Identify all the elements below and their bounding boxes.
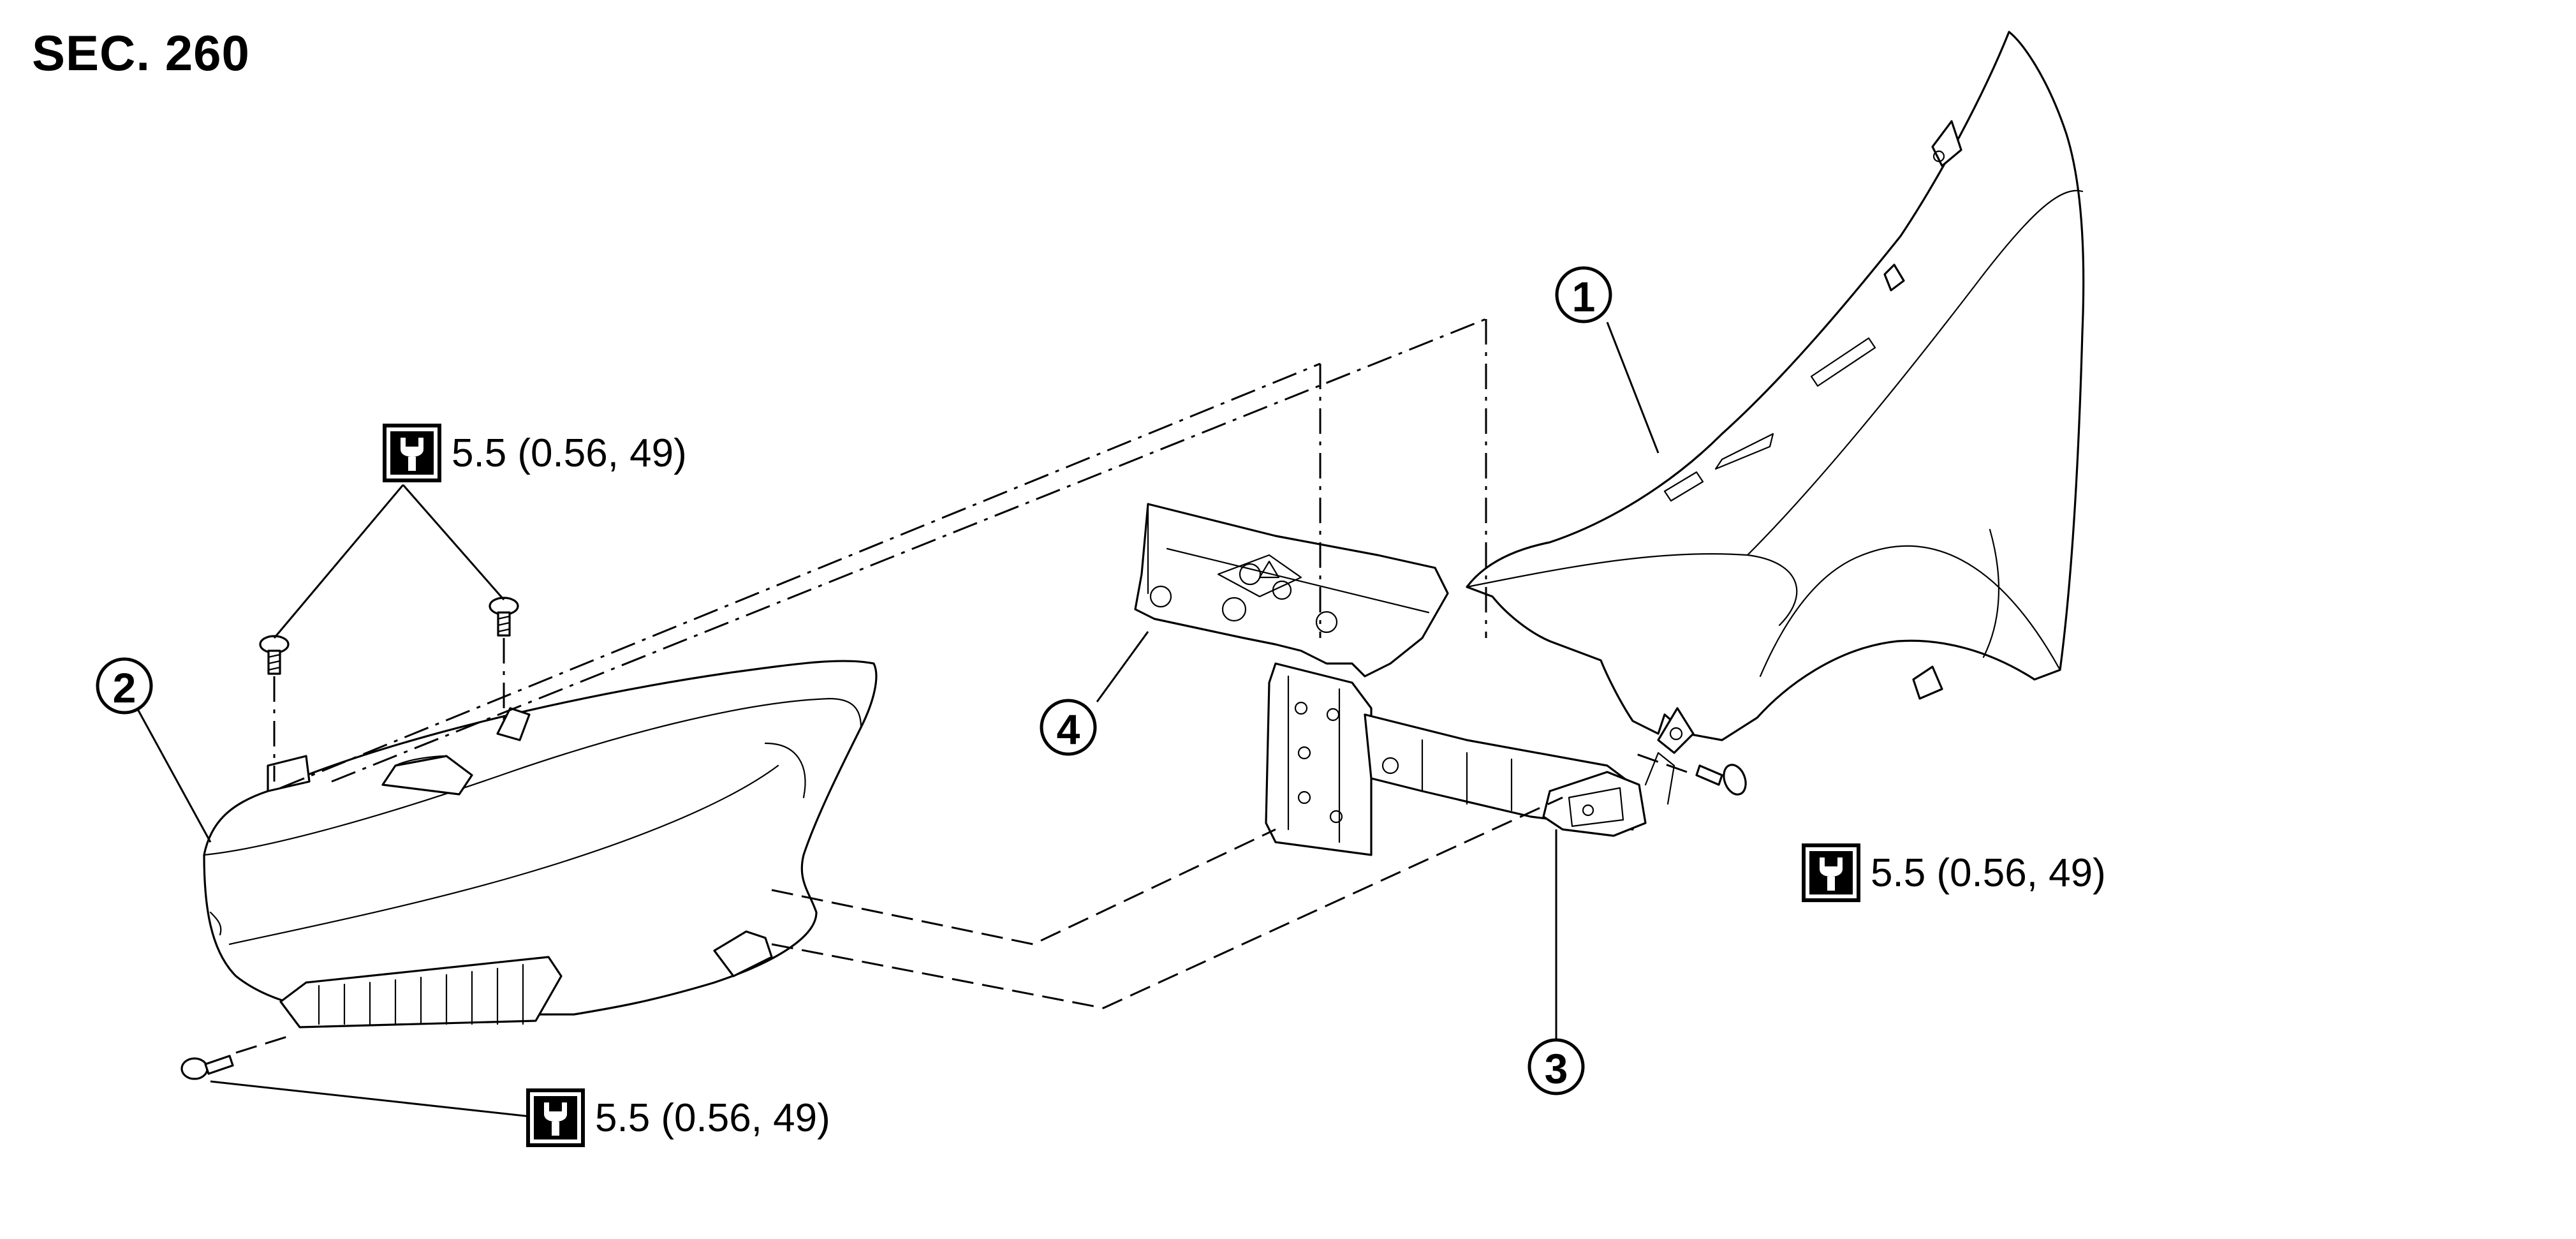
torque-wrench-icon: [383, 424, 441, 482]
callout-3-number: 3: [1545, 1045, 1568, 1092]
bolt-top-right: [489, 597, 519, 637]
callout-4-number: 4: [1057, 706, 1080, 753]
torque-spec-top-bolts: 5.5 (0.56, 49): [383, 424, 687, 482]
callout-1: 1: [1555, 266, 1660, 454]
section-number: SEC. 260: [32, 25, 250, 81]
bolt-top-left: [259, 635, 290, 675]
callout-4: 4: [1040, 631, 1149, 756]
torque-wrench-icon: [526, 1088, 585, 1147]
callout-3: 3: [1527, 829, 1585, 1095]
torque-value: 5.5 (0.56, 49): [1871, 850, 2106, 895]
torque-value: 5.5 (0.56, 49): [595, 1095, 830, 1140]
headlamp-part: [203, 660, 878, 1028]
bracket-part: [1542, 752, 1675, 837]
callout-2: 2: [96, 657, 212, 843]
torque-value: 5.5 (0.56, 49): [452, 431, 687, 475]
torque-leaders: [210, 484, 543, 1119]
callout-2-number: 2: [113, 664, 136, 711]
bolt-bottom: [180, 1055, 234, 1080]
torque-spec-bottom-bolt: 5.5 (0.56, 49): [526, 1088, 830, 1147]
torque-wrench-icon: [1802, 843, 1860, 902]
torque-spec-right-bolt: 5.5 (0.56, 49): [1802, 843, 2106, 902]
callout-1-number: 1: [1572, 273, 1596, 320]
installation-guide-lines: [235, 318, 1688, 1054]
fender-part: [1466, 31, 2085, 754]
bolt-right: [1695, 764, 1747, 796]
